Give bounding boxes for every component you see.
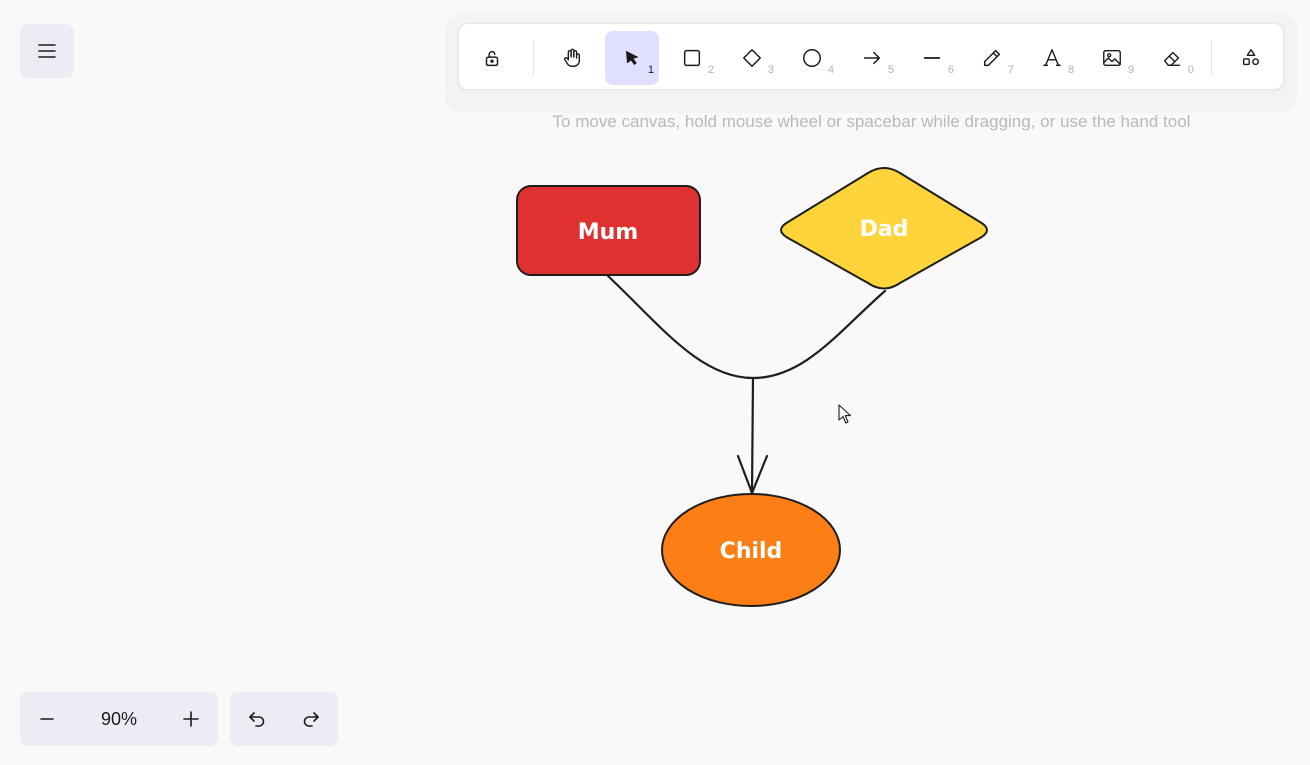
shortcut-key: 0 [1187,64,1194,76]
shortcut-key: 5 [887,64,894,76]
undo-icon [249,712,265,727]
image-icon [1103,49,1121,67]
connector-mum-to-child[interactable] [606,274,755,380]
zoom-reset-button[interactable]: 90% [100,708,138,729]
line-tool-button[interactable]: 6 [905,31,959,85]
history-controls [230,692,338,746]
shortcut-key: 7 [1007,64,1014,76]
dad-label: Dad [860,217,909,242]
redo-button[interactable] [284,692,338,746]
shortcut-key: 1 [647,64,654,76]
menu-button[interactable] [20,24,74,78]
dad-node[interactable] [780,167,988,290]
shortcut-key: 9 [1127,64,1134,76]
toolbar-divider [533,40,534,76]
arrow-right-icon [863,51,881,65]
shortcut-key: 4 [827,64,834,76]
shortcut-key: 8 [1067,64,1074,76]
arrow-to-child[interactable] [750,376,755,495]
child-node[interactable] [661,493,841,607]
more-shapes-button[interactable] [1224,31,1278,85]
eraser-tool-button[interactable]: 0 [1145,31,1199,85]
text-tool-button[interactable]: 8 [1025,31,1079,85]
redo-icon [303,712,319,727]
diamond-icon [743,49,761,67]
image-tool-button[interactable]: 9 [1085,31,1139,85]
main-toolbar: 1 2 3 4 5 6 7 [458,23,1284,90]
pencil-icon [983,49,1001,67]
selection-tool-button[interactable]: 1 [605,31,659,85]
lock-open-icon [485,50,499,67]
undo-button[interactable] [230,692,284,746]
hand-tool-button[interactable] [545,31,599,85]
plus-icon [183,711,199,727]
diamond-tool-button[interactable]: 3 [725,31,779,85]
text-icon [1043,49,1061,67]
mouse-cursor-icon [838,404,852,424]
toolbar-divider [1211,40,1212,76]
shortcut-key: 6 [947,64,954,76]
hand-icon [564,48,581,67]
rectangle-tool-button[interactable]: 2 [665,31,719,85]
mum-label: Mum [578,220,638,245]
square-icon [683,49,701,67]
arrow-tool-button[interactable]: 5 [845,31,899,85]
hamburger-menu-icon [38,44,56,58]
zoom-out-button[interactable] [20,692,74,746]
arrowhead [736,454,769,495]
shortcut-key: 2 [707,64,714,76]
shapes-icon [1242,49,1260,66]
lock-tool-button[interactable] [465,31,519,85]
line-icon [923,57,941,59]
circle-icon [803,49,821,67]
ellipse-tool-button[interactable]: 4 [785,31,839,85]
zoom-controls: 90% [20,692,218,746]
zoom-in-button[interactable] [164,692,218,746]
pointer-icon [626,51,638,65]
eraser-icon [1163,51,1181,67]
minus-icon [40,718,54,720]
connector-dad-to-child[interactable] [751,289,887,380]
draw-tool-button[interactable]: 7 [965,31,1019,85]
shortcut-key: 3 [767,64,774,76]
child-label: Child [720,539,783,564]
canvas-hint-text: To move canvas, hold mouse wheel or spac… [552,112,1191,131]
mum-node[interactable] [516,185,701,276]
